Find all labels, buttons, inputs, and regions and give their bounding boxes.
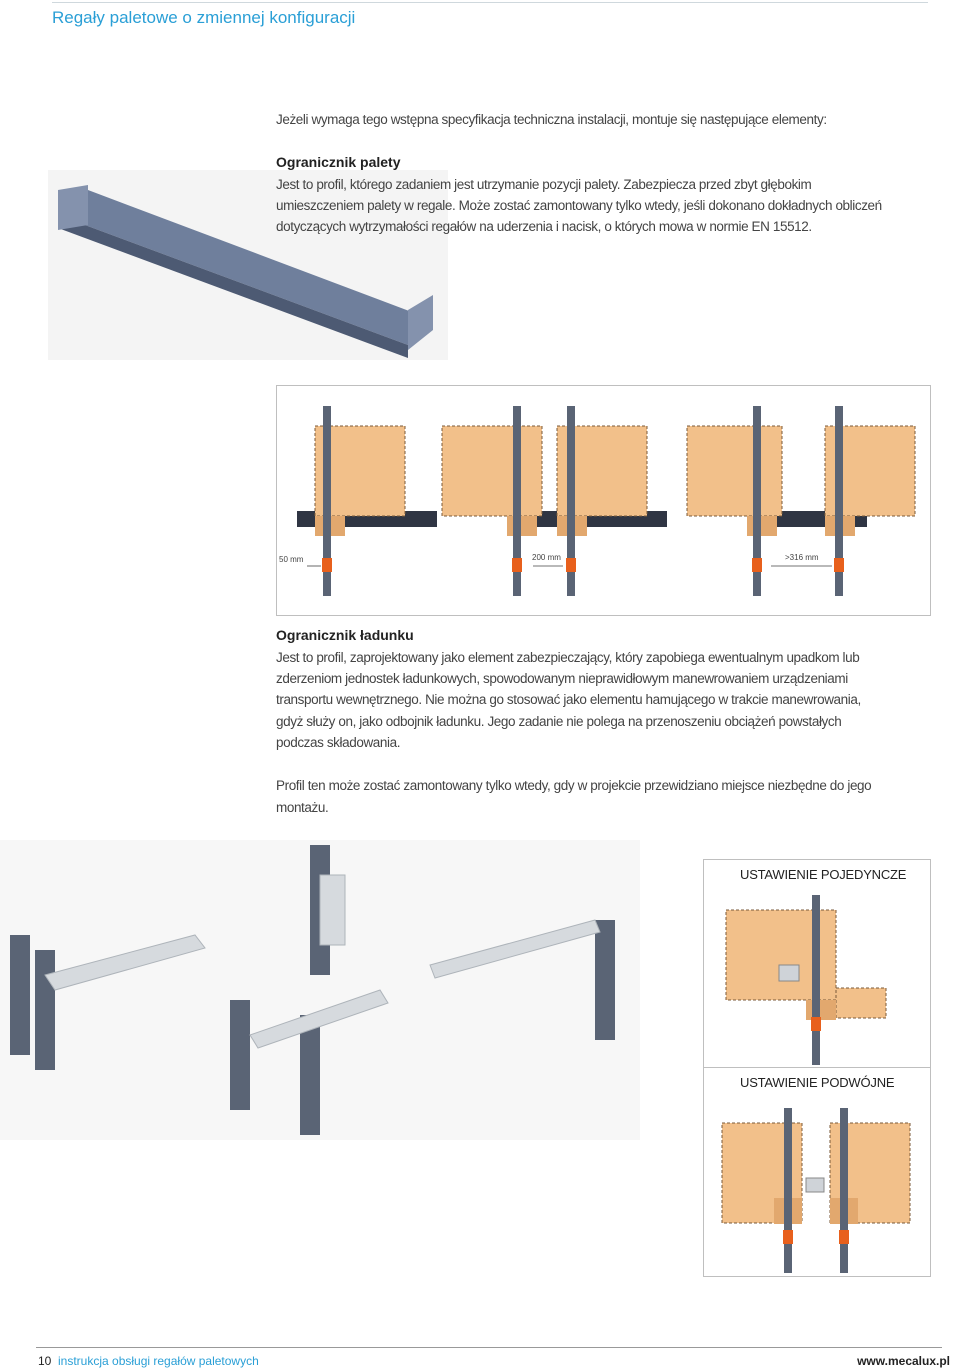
load-stop-note-2: montażu.	[276, 800, 329, 815]
header-rule	[52, 2, 928, 3]
footer-url: www.mecalux.pl	[857, 1354, 950, 1368]
single-setup-title: USTAWIENIE POJEDYNCZE	[740, 867, 907, 882]
page-title: Regały paletowe o zmiennej konfiguracji	[52, 8, 356, 27]
pallet-stop-line-2: umieszczeniem palety w regale. Może zost…	[276, 198, 882, 213]
pallet-stop-heading: Ogranicznik palety	[276, 154, 401, 170]
double-setup-title: USTAWIENIE PODWÓJNE	[740, 1075, 895, 1090]
pallet-stop-line-3: dotyczących wytrzymałości regałów na ude…	[276, 219, 812, 234]
single-setup-box: USTAWIENIE POJEDYNCZE	[703, 859, 931, 1069]
load-stop-note-1: Profil ten może zostać zamontowany tylko…	[276, 778, 872, 793]
load-stop-heading: Ogranicznik ładunku	[276, 627, 414, 643]
load-stop-line-3: transportu wewnętrznego. Nie można go st…	[276, 692, 861, 707]
dim-label-50: 50 mm	[279, 555, 304, 564]
dim-label-200: 200 mm	[532, 553, 561, 562]
load-stop-line-1: Jest to profil, zaprojektowany jako elem…	[276, 650, 860, 665]
pallet-stop-beam-image	[48, 170, 448, 360]
intro-text: Jeżeli wymaga tego wstępna specyfikacja …	[276, 112, 827, 127]
footer-rule	[36, 1347, 942, 1348]
page-number: 10	[38, 1354, 52, 1368]
load-stop-line-4: gdyż służy on, jako odbojnik ładunku. Je…	[276, 714, 842, 729]
double-setup-box: USTAWIENIE PODWÓJNE	[703, 1067, 931, 1277]
load-stop-arms-image	[0, 840, 640, 1140]
pallet-stop-line-1: Jest to profil, którego zadaniem jest ut…	[276, 177, 812, 192]
footer-title: instrukcja obsługi regałów paletowych	[58, 1354, 259, 1368]
load-stop-line-2: zderzeniom jednostek ładunkowych, spowod…	[276, 671, 848, 686]
load-stop-line-5: podczas składowania.	[276, 735, 401, 750]
pallet-stop-diagram: 50 mm 200 mm >316 mm	[276, 385, 931, 616]
dim-label-316: >316 mm	[785, 553, 819, 562]
